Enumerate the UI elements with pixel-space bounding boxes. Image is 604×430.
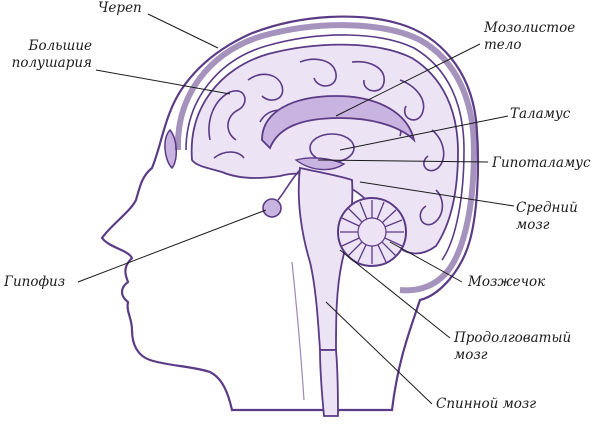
leader-cerebellum	[389, 241, 463, 283]
neck-shading	[291, 261, 305, 401]
skull-inner-line	[185, 34, 465, 261]
label-spinal-cord: Спинной мозг	[436, 396, 537, 412]
skull-band	[174, 22, 478, 294]
label-hypothalamus: Гипоталамус	[492, 155, 591, 171]
label-skull: Череп	[98, 0, 142, 16]
leader-midbrain	[359, 181, 515, 207]
label-medulla-line1: Продолговатый	[454, 330, 572, 346]
gyri-folds	[208, 58, 445, 226]
cerebellum	[337, 197, 407, 267]
label-cerebellum: Мозжечок	[468, 274, 546, 290]
label-hemispheres-line2: полушария	[11, 55, 92, 71]
spinal-cord	[319, 349, 339, 417]
corpus-callosum	[261, 95, 416, 150]
leader-spinal	[325, 301, 433, 405]
pituitary	[262, 198, 282, 218]
label-hemispheres: Большие полушария	[6, 38, 92, 72]
label-medulla: Продолговатый мозг	[454, 330, 571, 364]
label-midbrain-line1: Средний	[516, 200, 578, 216]
label-midbrain-line2: мозг	[516, 217, 550, 233]
leader-skull	[147, 13, 219, 49]
ear-shape	[164, 128, 177, 170]
leader-hemispheres	[95, 69, 231, 95]
label-hemispheres-line1: Большие	[28, 38, 92, 54]
label-corpus-callosum: Мозолистое тело	[484, 20, 575, 54]
leader-thalamus	[339, 115, 509, 151]
leader-corpus	[335, 43, 481, 117]
brainstem	[297, 166, 354, 351]
label-midbrain: Средний мозг	[516, 200, 578, 234]
label-corpus-line1: Мозолистое	[484, 20, 576, 36]
label-pituitary: Гипофиз	[4, 274, 66, 290]
leader-medulla	[339, 249, 451, 339]
hypothalamus	[294, 157, 346, 171]
label-thalamus: Таламус	[510, 106, 571, 122]
pituitary-stalk	[277, 169, 301, 201]
leader-hypothalamus	[317, 159, 489, 163]
leader-pituitary	[77, 209, 267, 283]
label-medulla-line2: мозг	[454, 347, 488, 363]
label-corpus-line2: тело	[484, 37, 522, 53]
leader-lines	[77, 13, 515, 405]
